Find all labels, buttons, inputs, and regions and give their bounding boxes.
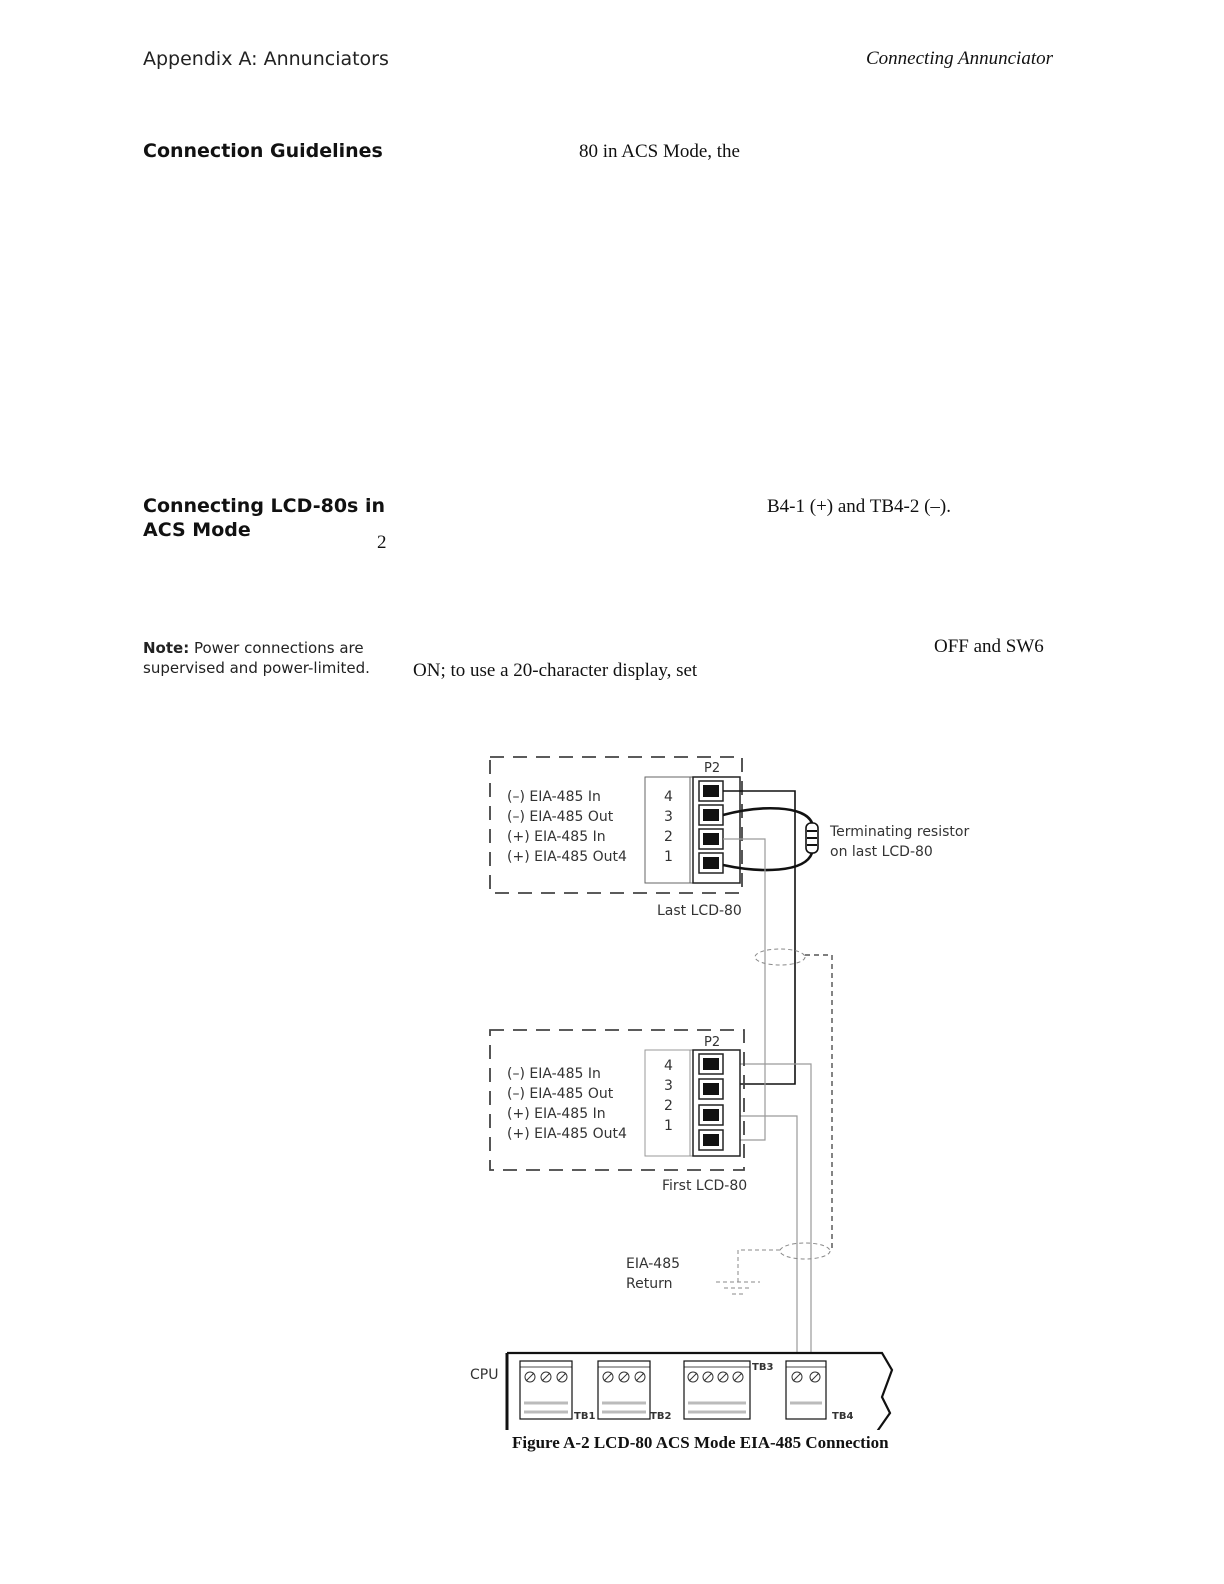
last-label-out-neg: (–) EIA-485 Out bbox=[507, 809, 614, 825]
first-p2-label: P2 bbox=[704, 1035, 720, 1050]
guidelines-heading: Connection Guidelines bbox=[143, 140, 383, 162]
first-pin-blocks bbox=[698, 1053, 724, 1151]
resistor-lead-top bbox=[722, 807, 814, 824]
resistor-lead-bottom bbox=[722, 852, 814, 872]
return-label-line2: Return bbox=[626, 1276, 672, 1292]
first-label-in-neg: (–) EIA-485 In bbox=[507, 1066, 601, 1082]
wiring-diagram: P2 4 3 2 1 (–) EIA-485 In (–) EIA-485 Ou… bbox=[470, 756, 969, 1430]
note-line2: supervised and power-limited. bbox=[143, 659, 370, 677]
cpu-board-outline bbox=[507, 1351, 894, 1430]
connecting-text-2: 2 bbox=[377, 532, 387, 553]
signal-wires bbox=[723, 838, 812, 1353]
margin-note: Note: Power connections are supervised a… bbox=[143, 638, 370, 678]
first-pin-1: 1 bbox=[664, 1118, 673, 1134]
first-pin-3: 3 bbox=[664, 1078, 673, 1094]
last-label-out-pos: (+) EIA-485 Out4 bbox=[507, 849, 627, 865]
terminal-block-tb3 bbox=[683, 1360, 751, 1420]
return-label-line1: EIA-485 bbox=[626, 1256, 680, 1272]
last-label-in-neg: (–) EIA-485 In bbox=[507, 789, 601, 805]
terminal-block-tb4 bbox=[785, 1360, 827, 1420]
terminal-block-tb2 bbox=[597, 1360, 651, 1420]
last-pin-2: 2 bbox=[664, 829, 673, 845]
cpu-label: CPU bbox=[470, 1367, 498, 1383]
last-pin-1: 1 bbox=[664, 849, 673, 865]
first-lcd80-caption: First LCD-80 bbox=[662, 1178, 747, 1194]
cable-shield bbox=[716, 948, 833, 1295]
last-lcd80-caption: Last LCD-80 bbox=[657, 903, 742, 919]
resistor-label-line1: Terminating resistor bbox=[829, 824, 969, 840]
connecting-text-sw6: OFF and SW6 bbox=[934, 636, 1044, 657]
last-pin-4: 4 bbox=[664, 789, 673, 805]
header-topic-title: Connecting Annunciator bbox=[866, 48, 1053, 69]
first-pin-4: 4 bbox=[664, 1058, 673, 1074]
last-pin-blocks bbox=[698, 780, 724, 874]
last-lcd80-enclosure bbox=[489, 756, 743, 894]
tb1-label: TB1 bbox=[574, 1411, 595, 1422]
note-label: Note: bbox=[143, 639, 190, 657]
last-label-in-pos: (+) EIA-485 In bbox=[507, 829, 606, 845]
header-section-title: Appendix A: Annunciators bbox=[143, 48, 389, 70]
connecting-heading-line1: Connecting LCD-80s in bbox=[143, 495, 385, 517]
first-label-in-pos: (+) EIA-485 In bbox=[507, 1106, 606, 1122]
terminal-block-tb1 bbox=[519, 1360, 573, 1420]
first-pin-2: 2 bbox=[664, 1098, 673, 1114]
connecting-text-tb4: B4-1 (+) and TB4-2 (–). bbox=[767, 496, 951, 517]
last-pin-3: 3 bbox=[664, 809, 673, 825]
tb3-label: TB3 bbox=[752, 1362, 773, 1373]
wire-pin4-loop bbox=[723, 790, 796, 1085]
note-line1: Power connections are bbox=[189, 639, 364, 657]
first-lcd80-enclosure bbox=[489, 1029, 745, 1171]
guidelines-text: 80 in ACS Mode, the bbox=[579, 141, 740, 162]
tb2-label: TB2 bbox=[650, 1411, 671, 1422]
figure-caption: Figure A-2 LCD-80 ACS Mode EIA-485 Conne… bbox=[512, 1433, 889, 1452]
connecting-text-display: ON; to use a 20-character display, set bbox=[413, 660, 698, 681]
tb4-label: TB4 bbox=[832, 1411, 853, 1422]
connecting-heading-line2: ACS Mode bbox=[143, 519, 251, 541]
last-p2-label: P2 bbox=[704, 761, 720, 776]
first-label-out-neg: (–) EIA-485 Out bbox=[507, 1086, 614, 1102]
first-label-out-pos: (+) EIA-485 Out4 bbox=[507, 1126, 627, 1142]
resistor-label-line2: on last LCD-80 bbox=[830, 844, 933, 860]
